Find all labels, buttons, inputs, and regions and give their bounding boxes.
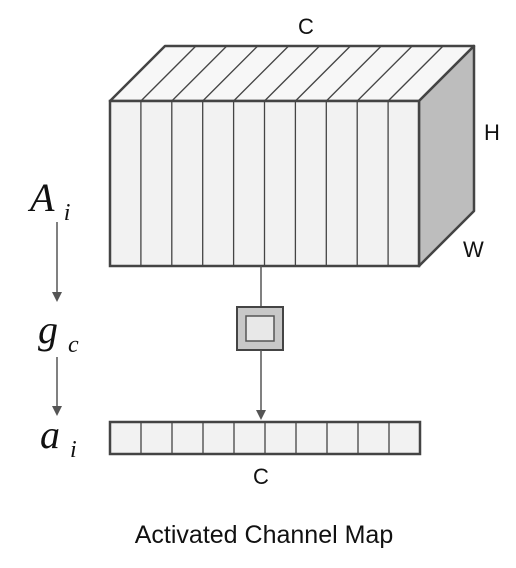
channel-slice-top-edge	[171, 45, 228, 102]
tensor-channel-slices	[140, 45, 444, 266]
width-dimension-label: W	[463, 237, 484, 262]
height-dimension-label: H	[484, 120, 500, 145]
activation-map-symbol-base: A	[27, 175, 55, 220]
pooling-box-inner	[245, 315, 275, 342]
channel-vector-symbol-sub: i	[70, 437, 77, 463]
pooling-op-symbol: g c	[38, 307, 79, 358]
pooling-op-symbol-sub: c	[68, 332, 79, 358]
channel-slice-top-edge	[140, 45, 197, 102]
diagram-caption: Activated Channel Map	[135, 521, 393, 549]
channel-slice-top-edge	[325, 45, 382, 102]
activation-map-symbol: A i	[27, 175, 70, 226]
channel-slice-top-edge	[387, 45, 444, 102]
vector-length-label: C	[253, 464, 269, 489]
channel-vector	[108, 420, 422, 456]
pooling-box	[236, 306, 284, 351]
channel-vector-symbol: a i	[40, 412, 77, 463]
channels-dimension-label: C	[298, 14, 314, 39]
feature-tensor	[108, 44, 476, 268]
channel-vector-symbol-base: a	[40, 412, 60, 457]
pooling-op-symbol-base: g	[38, 307, 58, 352]
channel-slice-top-edge	[356, 45, 413, 102]
channel-vector-cells	[140, 422, 390, 454]
channel-slice-top-edge	[294, 45, 351, 102]
channel-slice-top-edge	[233, 45, 290, 102]
channel-slice-top-edge	[264, 45, 320, 102]
channel-slice-top-edge	[202, 45, 259, 102]
activation-map-symbol-sub: i	[64, 200, 71, 226]
